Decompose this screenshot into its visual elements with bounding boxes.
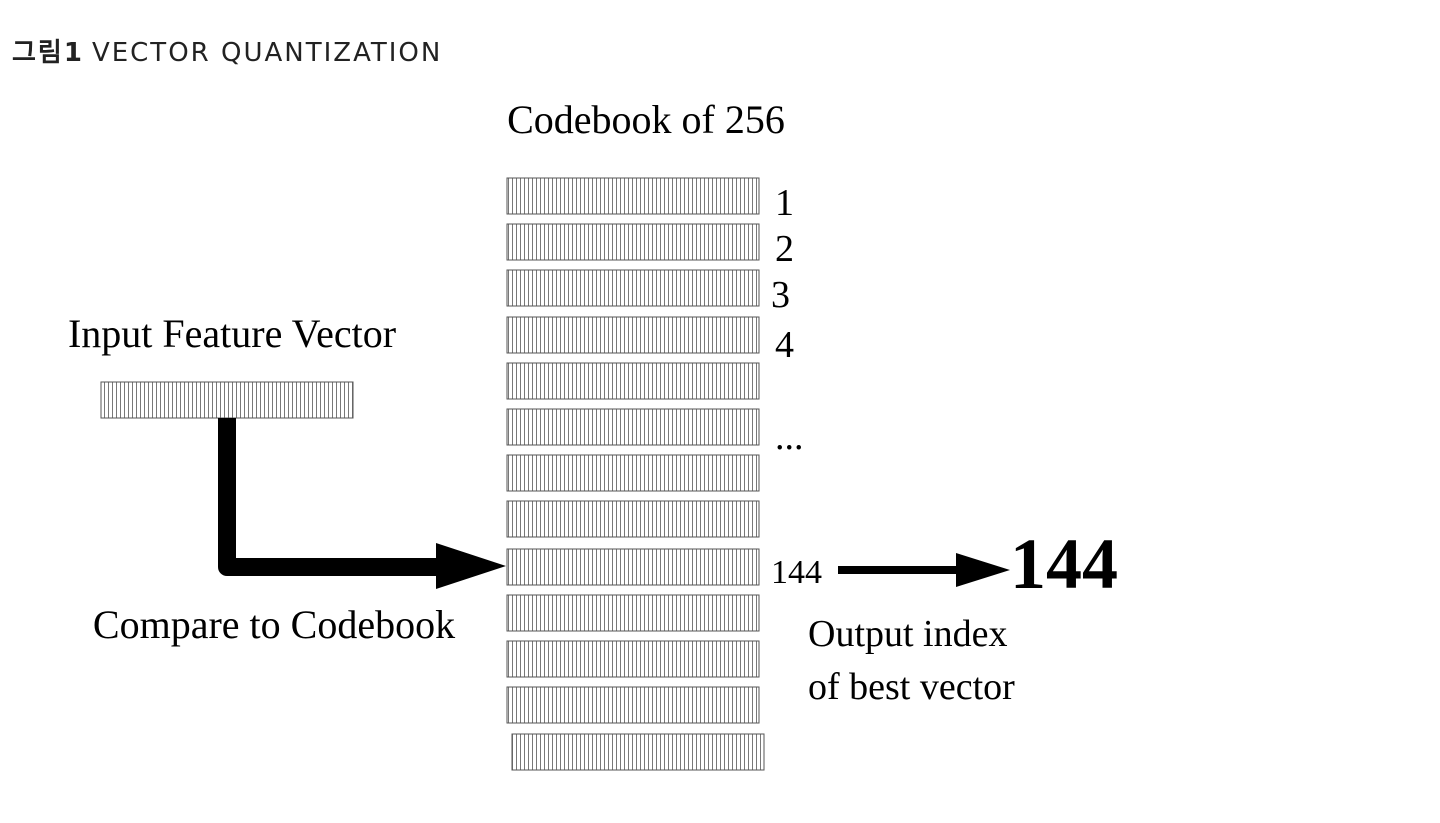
codebook-vector-row — [506, 594, 760, 632]
codebook-vector-row — [506, 408, 760, 446]
compare-arrow-head — [436, 543, 506, 589]
codebook-row-label: 1 — [775, 182, 794, 224]
compare-to-codebook-label: Compare to Codebook — [93, 602, 455, 647]
codebook-vector-row — [506, 686, 760, 724]
codebook-vector-row — [506, 223, 760, 261]
output-label-line2: of best vector — [808, 666, 1015, 708]
codebook-vector-row — [506, 640, 760, 678]
input-feature-vector — [100, 381, 354, 419]
codebook-vector-row — [506, 454, 760, 492]
output-label-line1: Output index — [808, 613, 1007, 655]
codebook-vector-row — [506, 316, 760, 354]
codebook-vector-row — [506, 500, 760, 538]
input-feature-vector-label: Input Feature Vector — [68, 311, 396, 356]
codebook-vector-row — [511, 733, 765, 771]
codebook-vector-row — [506, 362, 760, 400]
codebook-row-label: 4 — [775, 324, 794, 366]
codebook-row-label: ... — [775, 416, 804, 458]
codebook-row-labels: 123 4... 144 — [771, 182, 822, 591]
output-arrow-head — [956, 553, 1010, 587]
codebook-row-label: 2 — [775, 228, 794, 270]
codebook-row-label: 3 — [771, 274, 790, 316]
output-index-value: 144 — [1010, 524, 1118, 604]
codebook-vectors — [506, 177, 765, 771]
figure-title: VECTOR QUANTIZATION — [91, 38, 443, 68]
codebook-vector-row — [506, 177, 760, 215]
figure-label: 그림1 — [12, 38, 84, 68]
compare-arrow-line — [218, 418, 440, 576]
codebook-vector-row — [506, 269, 760, 307]
codebook-row-label: 144 — [771, 554, 822, 591]
codebook-vector-row — [506, 548, 760, 586]
codebook-title: Codebook of 256 — [507, 97, 785, 142]
